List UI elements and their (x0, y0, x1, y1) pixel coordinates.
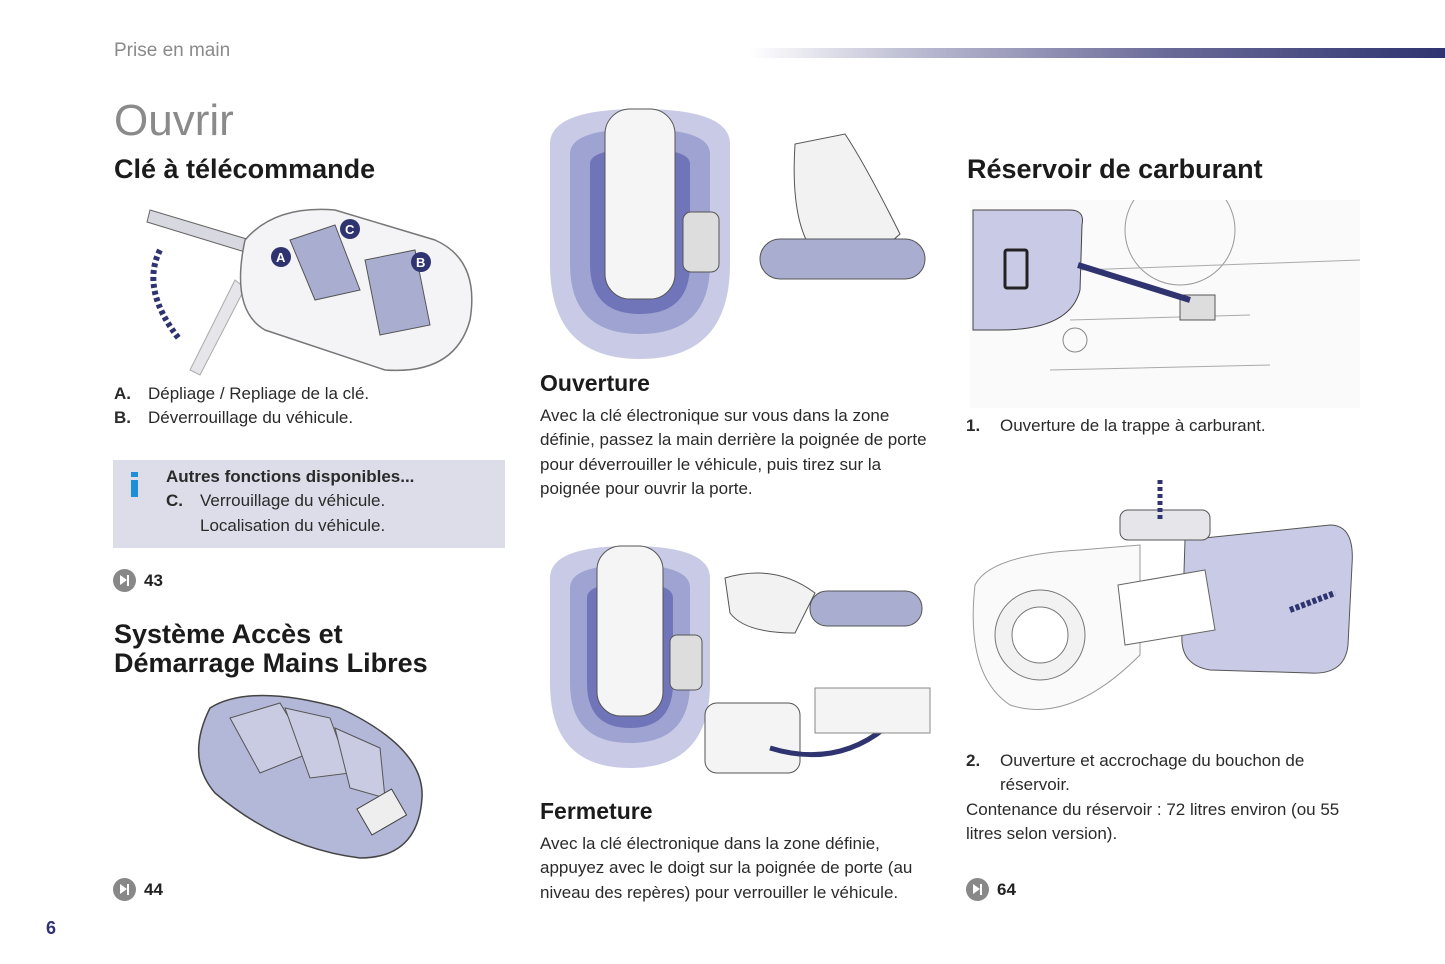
section-header: Prise en main (114, 40, 231, 61)
heading-fuel-tank: Réservoir de carburant (967, 154, 1263, 184)
page-ref-icon (966, 878, 989, 901)
label-b: B (416, 255, 425, 270)
key-legend: A.Dépliage / Repliage de la clé. B.Déver… (114, 382, 504, 431)
page-ref-link[interactable]: 43 (113, 569, 163, 592)
fuel-item-2-block: 2.Ouverture et accrochage du bouchon de … (966, 749, 1356, 846)
header-gradient-bar (750, 48, 1445, 58)
info-icon (131, 472, 138, 497)
page-ref-link[interactable]: 64 (966, 878, 1016, 901)
legend-item-b: B.Déverrouillage du véhicule. (114, 408, 354, 428)
page-ref-icon (113, 878, 136, 901)
label-c: C (345, 222, 355, 237)
page-ref-link[interactable]: 44 (113, 878, 163, 901)
keyless-fob-illustration (198, 694, 423, 859)
page-ref-icon (113, 569, 136, 592)
fuel-flap-release-illustration (970, 200, 1360, 408)
heading-opening: Ouverture (540, 370, 650, 396)
info-title: Autres fonctions disponibles... (166, 467, 415, 486)
heading-closing: Fermeture (540, 798, 653, 824)
legend-item-a: A.Dépliage / Repliage de la clé. (114, 384, 370, 403)
fuel-cap-illustration (972, 480, 1353, 710)
closing-illustration (550, 545, 931, 774)
heading-keyless: Système Accès et Démarrage Mains Libres (114, 619, 428, 678)
opening-illustration (550, 108, 926, 359)
page-title: Ouvrir (114, 96, 234, 145)
remote-key-illustration: A C B (146, 208, 473, 376)
heading-remote-key: Clé à télécommande (114, 154, 376, 184)
tank-capacity: Contenance du réservoir : 72 litres envi… (966, 799, 1340, 843)
info-box: Autres fonctions disponibles... C.Verrou… (113, 460, 505, 548)
opening-text: Avec la clé électronique sur vous dans l… (540, 406, 927, 498)
page-number: 6 (46, 918, 57, 938)
label-a: A (276, 250, 286, 265)
fuel-item-1: 1.Ouverture de la trappe à carburant. (966, 416, 1266, 435)
closing-text: Avec la clé électronique dans la zone dé… (540, 834, 913, 902)
